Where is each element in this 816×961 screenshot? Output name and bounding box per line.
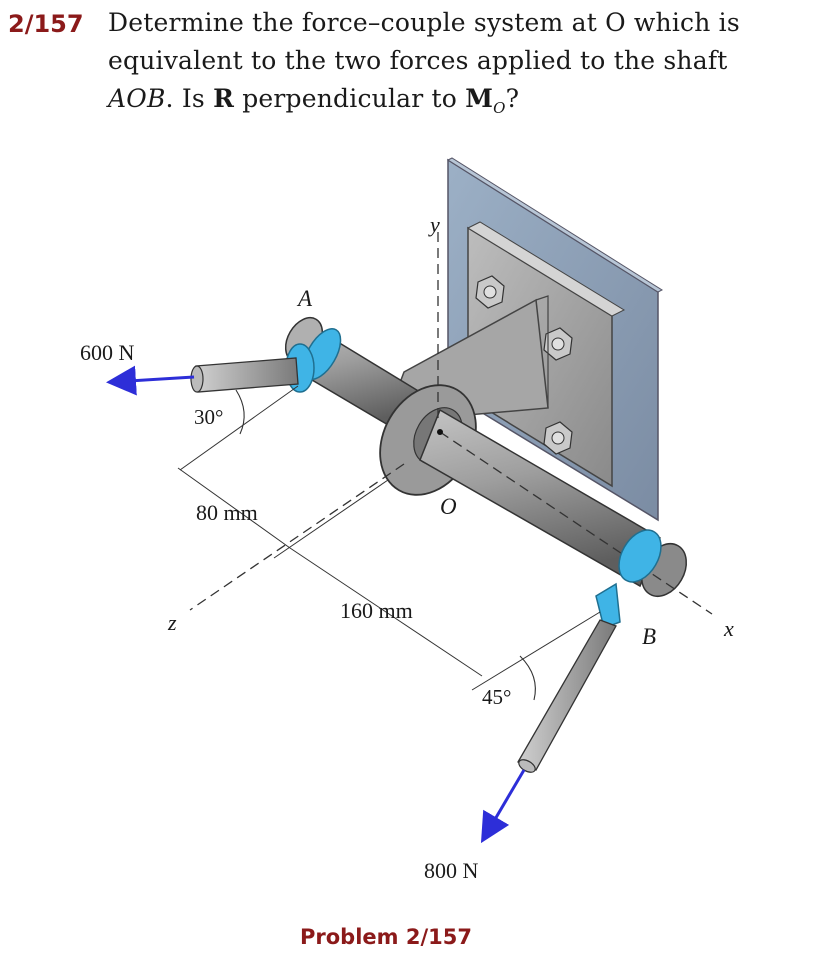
point-O-label: O: [440, 494, 457, 519]
force-arrow-600N: [106, 365, 195, 396]
problem-number: 2/157: [8, 10, 84, 38]
rod-A: [190, 357, 299, 393]
x-axis-label: x: [723, 616, 734, 641]
dimension-80mm: [177, 385, 389, 559]
statement-line-3: AOB. Is R perpendicular to MO?: [108, 84, 519, 117]
resultant-symbol: R: [213, 84, 235, 113]
shaft-name: AOB: [108, 84, 166, 113]
statement-line-1: Determine the force–couple system at O w…: [108, 8, 740, 37]
collar-B: [595, 529, 662, 629]
figure-caption: Problem 2/157: [300, 925, 472, 949]
dim-80-label: 80 mm: [196, 500, 258, 525]
bolt-bottom-right: [543, 421, 573, 455]
angle-30-label: 30°: [194, 405, 223, 429]
angle-45-label: 45°: [482, 685, 511, 709]
point-A-label: A: [296, 286, 313, 311]
diagram-svg: y x z A B O 600 N 800 N 30° 45° 80 mm 16…: [80, 157, 734, 883]
bolt-top-left: [475, 275, 505, 309]
rod-B: [517, 619, 617, 773]
dimension-160mm: [289, 547, 601, 691]
z-axis-line: [189, 463, 405, 611]
bolt-top-right: [543, 327, 573, 361]
shaft-figure: y x z A B O 600 N 800 N 30° 45° 80 mm 16…: [0, 130, 816, 910]
point-B-label: B: [642, 624, 656, 649]
force-arrow-800N: [480, 769, 526, 844]
statement-text-perpendicular: perpendicular to: [234, 84, 466, 113]
question-mark: ?: [505, 84, 520, 113]
problem-statement: 2/157 Determine the force–couple system …: [0, 0, 816, 130]
statement-text-is: . Is: [165, 84, 214, 113]
moment-symbol: M: [465, 84, 494, 113]
angle-arc-45: [519, 655, 536, 701]
y-axis-label: y: [428, 212, 440, 237]
x-axis-line: [439, 431, 713, 615]
origin-point: [437, 429, 443, 435]
force-B-label: 800 N: [424, 858, 479, 883]
z-axis-label: z: [167, 610, 177, 635]
dim-160-label: 160 mm: [340, 598, 413, 623]
force-A-label: 600 N: [80, 340, 135, 365]
moment-subscript: O: [493, 99, 506, 117]
statement-line-2: equivalent to the two forces applied to …: [108, 46, 728, 75]
angle-arc-30: [235, 389, 245, 435]
